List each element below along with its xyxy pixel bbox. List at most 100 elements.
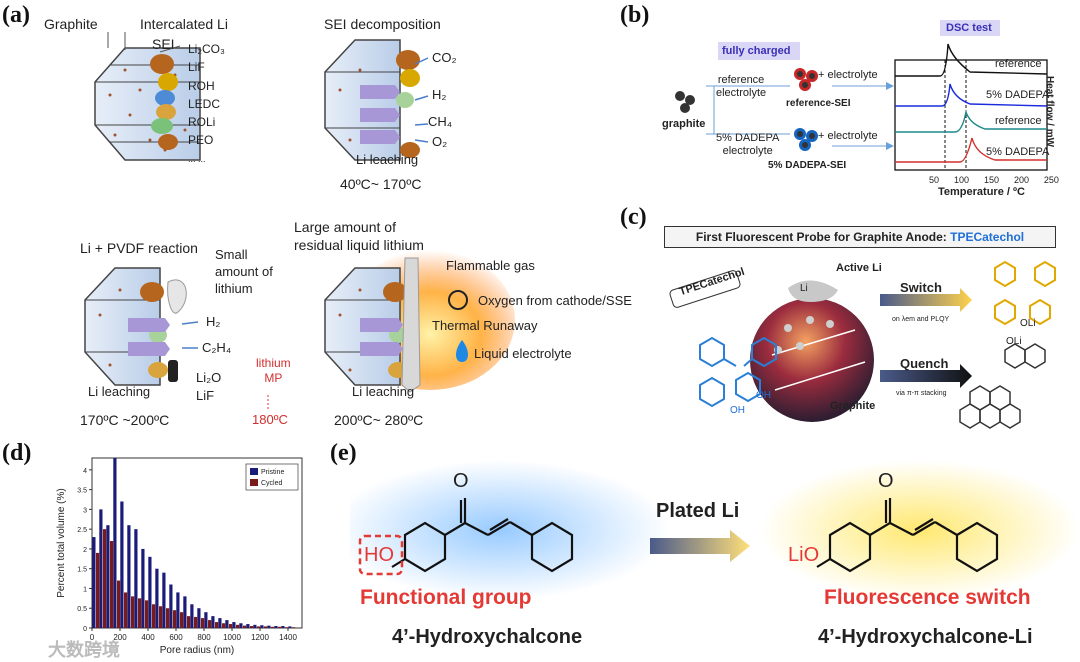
ref-line: reference — [717, 74, 765, 86]
x-tick-label: 200 — [113, 633, 127, 642]
trace-label: 5% DADEPA — [986, 89, 1050, 101]
bar-pristine — [183, 596, 187, 628]
bar-cycled — [166, 608, 170, 628]
bar-cycled — [96, 552, 100, 628]
x-tick-label: 1200 — [251, 633, 269, 642]
thermal-runaway: Thermal Runaway — [432, 318, 538, 333]
y-tick-label: 3 — [83, 507, 87, 514]
y-tick-label: 0.5 — [77, 606, 87, 613]
carbonyl-o-2: O — [878, 470, 894, 492]
plus-electrolyte-2: + electrolyte — [818, 130, 878, 142]
bar-cycled — [145, 600, 149, 628]
sei-species: PEO — [188, 133, 214, 148]
ref-line: electrolyte — [716, 87, 767, 99]
x-axis-label: Pore radius (nm) — [160, 645, 234, 656]
bar-pristine — [113, 458, 117, 628]
x-tick-label: 1000 — [223, 633, 241, 642]
bar-cycled — [180, 612, 184, 628]
bar-pristine — [239, 623, 243, 628]
y-tick-label: 3.5 — [77, 488, 87, 495]
bar-pristine — [211, 616, 215, 628]
gas-c2h4: C₂H₄ — [202, 340, 232, 355]
large-line: residual liquid lithium — [294, 237, 424, 253]
mp-line: lithium — [256, 356, 291, 370]
temp-range-3: 170ºC ~200ºC — [80, 412, 170, 428]
panel-a-graphics — [84, 32, 515, 410]
y-tick-label: 2.5 — [77, 527, 87, 534]
panel-e-label: (e) — [330, 440, 357, 466]
legend-swatch — [250, 479, 258, 486]
flammable-gas: Flammable gas — [446, 258, 535, 273]
fully-charged-label: fully charged — [722, 45, 791, 57]
bar-cycled — [110, 541, 114, 628]
bar-pristine — [190, 604, 194, 628]
graphite-block-1 — [94, 47, 201, 161]
mp-line: MP — [264, 371, 283, 385]
bar-pristine — [232, 622, 236, 628]
bar-cycled — [131, 596, 135, 628]
y-tick-label: 4 — [83, 468, 87, 475]
quench-subtitle: via π-π stacking — [896, 390, 947, 397]
small-amount-lithium: Small amount of lithium — [215, 246, 273, 297]
graphite-label-b: graphite — [662, 118, 706, 130]
switch-label: Switch — [900, 280, 942, 295]
bar-cycled — [152, 604, 156, 628]
ho-group: HO — [364, 544, 394, 566]
sei-blobs-1 — [150, 54, 178, 150]
li-leaching-3: Li leaching — [88, 384, 151, 399]
oli-2: OLi — [1006, 336, 1022, 347]
bar-pristine — [134, 529, 138, 628]
x-tick-label: 800 — [197, 633, 211, 642]
sei-species: Li₂CO₃ — [188, 42, 225, 56]
bar-cycled — [264, 626, 268, 628]
small-line: amount of — [215, 264, 273, 279]
bar-cycled — [215, 622, 219, 628]
probe-banner: First Fluorescent Probe for Graphite Ano… — [664, 226, 1056, 248]
plated-li-label: Plated Li — [656, 500, 740, 522]
y-tick-label: 0 — [83, 626, 87, 633]
x-tick-label: 600 — [169, 633, 183, 642]
panel-e-graphics — [350, 460, 1080, 600]
gas-ch4: CH₄ — [428, 114, 453, 129]
banner-prefix: First Fluorescent Probe for Graphite Ano… — [695, 230, 951, 244]
bar-cycled — [278, 626, 282, 628]
panel-b-label: (b) — [620, 2, 650, 28]
lithium-mp: lithium MP — [256, 356, 291, 386]
oh-1: OH — [756, 390, 771, 401]
gas-co2: CO₂ — [432, 50, 457, 65]
y-axis-label: Percent total volume (%) — [56, 488, 67, 598]
switch-subtitle: on λem and PLQY — [892, 316, 950, 323]
sei-species: ROH — [188, 78, 215, 93]
li-leaching-2: Li leaching — [356, 152, 419, 167]
small-line: lithium — [215, 281, 253, 296]
bar-pristine — [260, 625, 264, 628]
bar-cycled — [187, 616, 191, 628]
large-amount-residual: Large amount of residual liquid lithium — [294, 218, 424, 254]
panel-c-graphics — [669, 260, 1056, 429]
y-tick-label: 1 — [83, 586, 87, 593]
x-tick-label: 400 — [141, 633, 155, 642]
dsc-xtick: 100 — [953, 175, 969, 185]
dadepa-sei: 5% DADEPA-SEI — [768, 160, 847, 171]
active-li-label: Active Li — [836, 262, 882, 274]
bar-pristine — [162, 572, 166, 628]
sei-species: ROLi — [188, 115, 216, 130]
hydroxychalcone-li-name: 4’-Hydroxychalcone-Li — [818, 626, 1033, 648]
dsc-xtick: 150 — [983, 175, 999, 185]
li-pvdf-title: Li + PVDF reaction — [80, 240, 198, 256]
label-sei: SEI — [152, 36, 175, 52]
panel-b-graphics — [675, 20, 1048, 171]
bar-cycled — [138, 598, 142, 628]
oli-1: OLi — [1020, 318, 1036, 329]
label-li2o: Li₂O — [196, 370, 222, 385]
watermark: 大数跨境 — [48, 640, 120, 660]
hydroxychalcone-name: 4’-Hydroxychalcone — [392, 626, 583, 648]
trace-label: reference — [995, 115, 1042, 127]
bar-pristine — [197, 608, 201, 628]
bar-pristine — [148, 556, 152, 628]
sei-species: LiF — [188, 60, 205, 75]
